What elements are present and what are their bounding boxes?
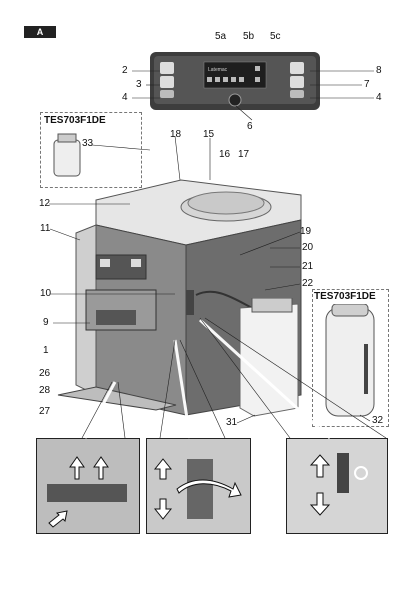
callout-7: 7 <box>364 79 370 90</box>
milk-container-illustration <box>239 298 299 417</box>
callout-16: 16 <box>219 149 231 160</box>
callout-27: 27 <box>39 406 51 417</box>
callout-18: 18 <box>170 129 182 140</box>
accessory-box-left <box>40 112 142 188</box>
detail-panel-spout <box>146 438 251 534</box>
callout-17: 17 <box>238 149 250 160</box>
milk-cooler-illustration <box>325 304 375 417</box>
water-filter-illustration <box>53 133 81 177</box>
callout-26: 26 <box>39 368 51 379</box>
callout-21: 21 <box>302 261 314 272</box>
callout-31: 31 <box>226 417 238 428</box>
milk-nozzle-illustration <box>287 439 387 533</box>
section-badge: A <box>24 26 56 38</box>
accessory-box-right-title: TES703F1DE <box>314 291 376 302</box>
callout-9: 9 <box>43 317 49 328</box>
callout-33: 33 <box>82 138 94 149</box>
spout-adjust-illustration <box>147 439 250 533</box>
callout-22: 22 <box>302 278 314 289</box>
accessory-box-left-title: TES703F1DE <box>44 115 106 126</box>
callout-4-left: 4 <box>122 92 128 103</box>
callout-3: 3 <box>136 79 142 90</box>
callout-20: 20 <box>302 242 314 253</box>
callout-4-right: 4 <box>376 92 382 103</box>
detail-panel-drip-tray <box>36 438 140 534</box>
callout-10: 10 <box>40 288 52 299</box>
callout-28: 28 <box>39 385 51 396</box>
callout-5b: 5b <box>243 31 255 42</box>
detail-panel-milk-nozzle <box>286 438 388 534</box>
accessory-box-right <box>312 289 389 427</box>
callout-8: 8 <box>376 65 382 76</box>
callout-5a: 5a <box>215 31 227 42</box>
callout-32: 32 <box>372 415 384 426</box>
callout-6: 6 <box>247 121 253 132</box>
drip-tray-removal-illustration <box>37 439 139 533</box>
callout-11: 11 <box>40 223 51 234</box>
svg-text:Latemac: Latemac <box>208 67 228 73</box>
callout-1: 1 <box>43 345 49 356</box>
callout-12: 12 <box>39 198 51 209</box>
callout-5c: 5c <box>270 31 281 42</box>
control-panel-illustration: Latemac <box>150 52 320 110</box>
callout-2: 2 <box>122 65 128 76</box>
callout-19: 19 <box>300 226 312 237</box>
callout-15: 15 <box>203 129 215 140</box>
